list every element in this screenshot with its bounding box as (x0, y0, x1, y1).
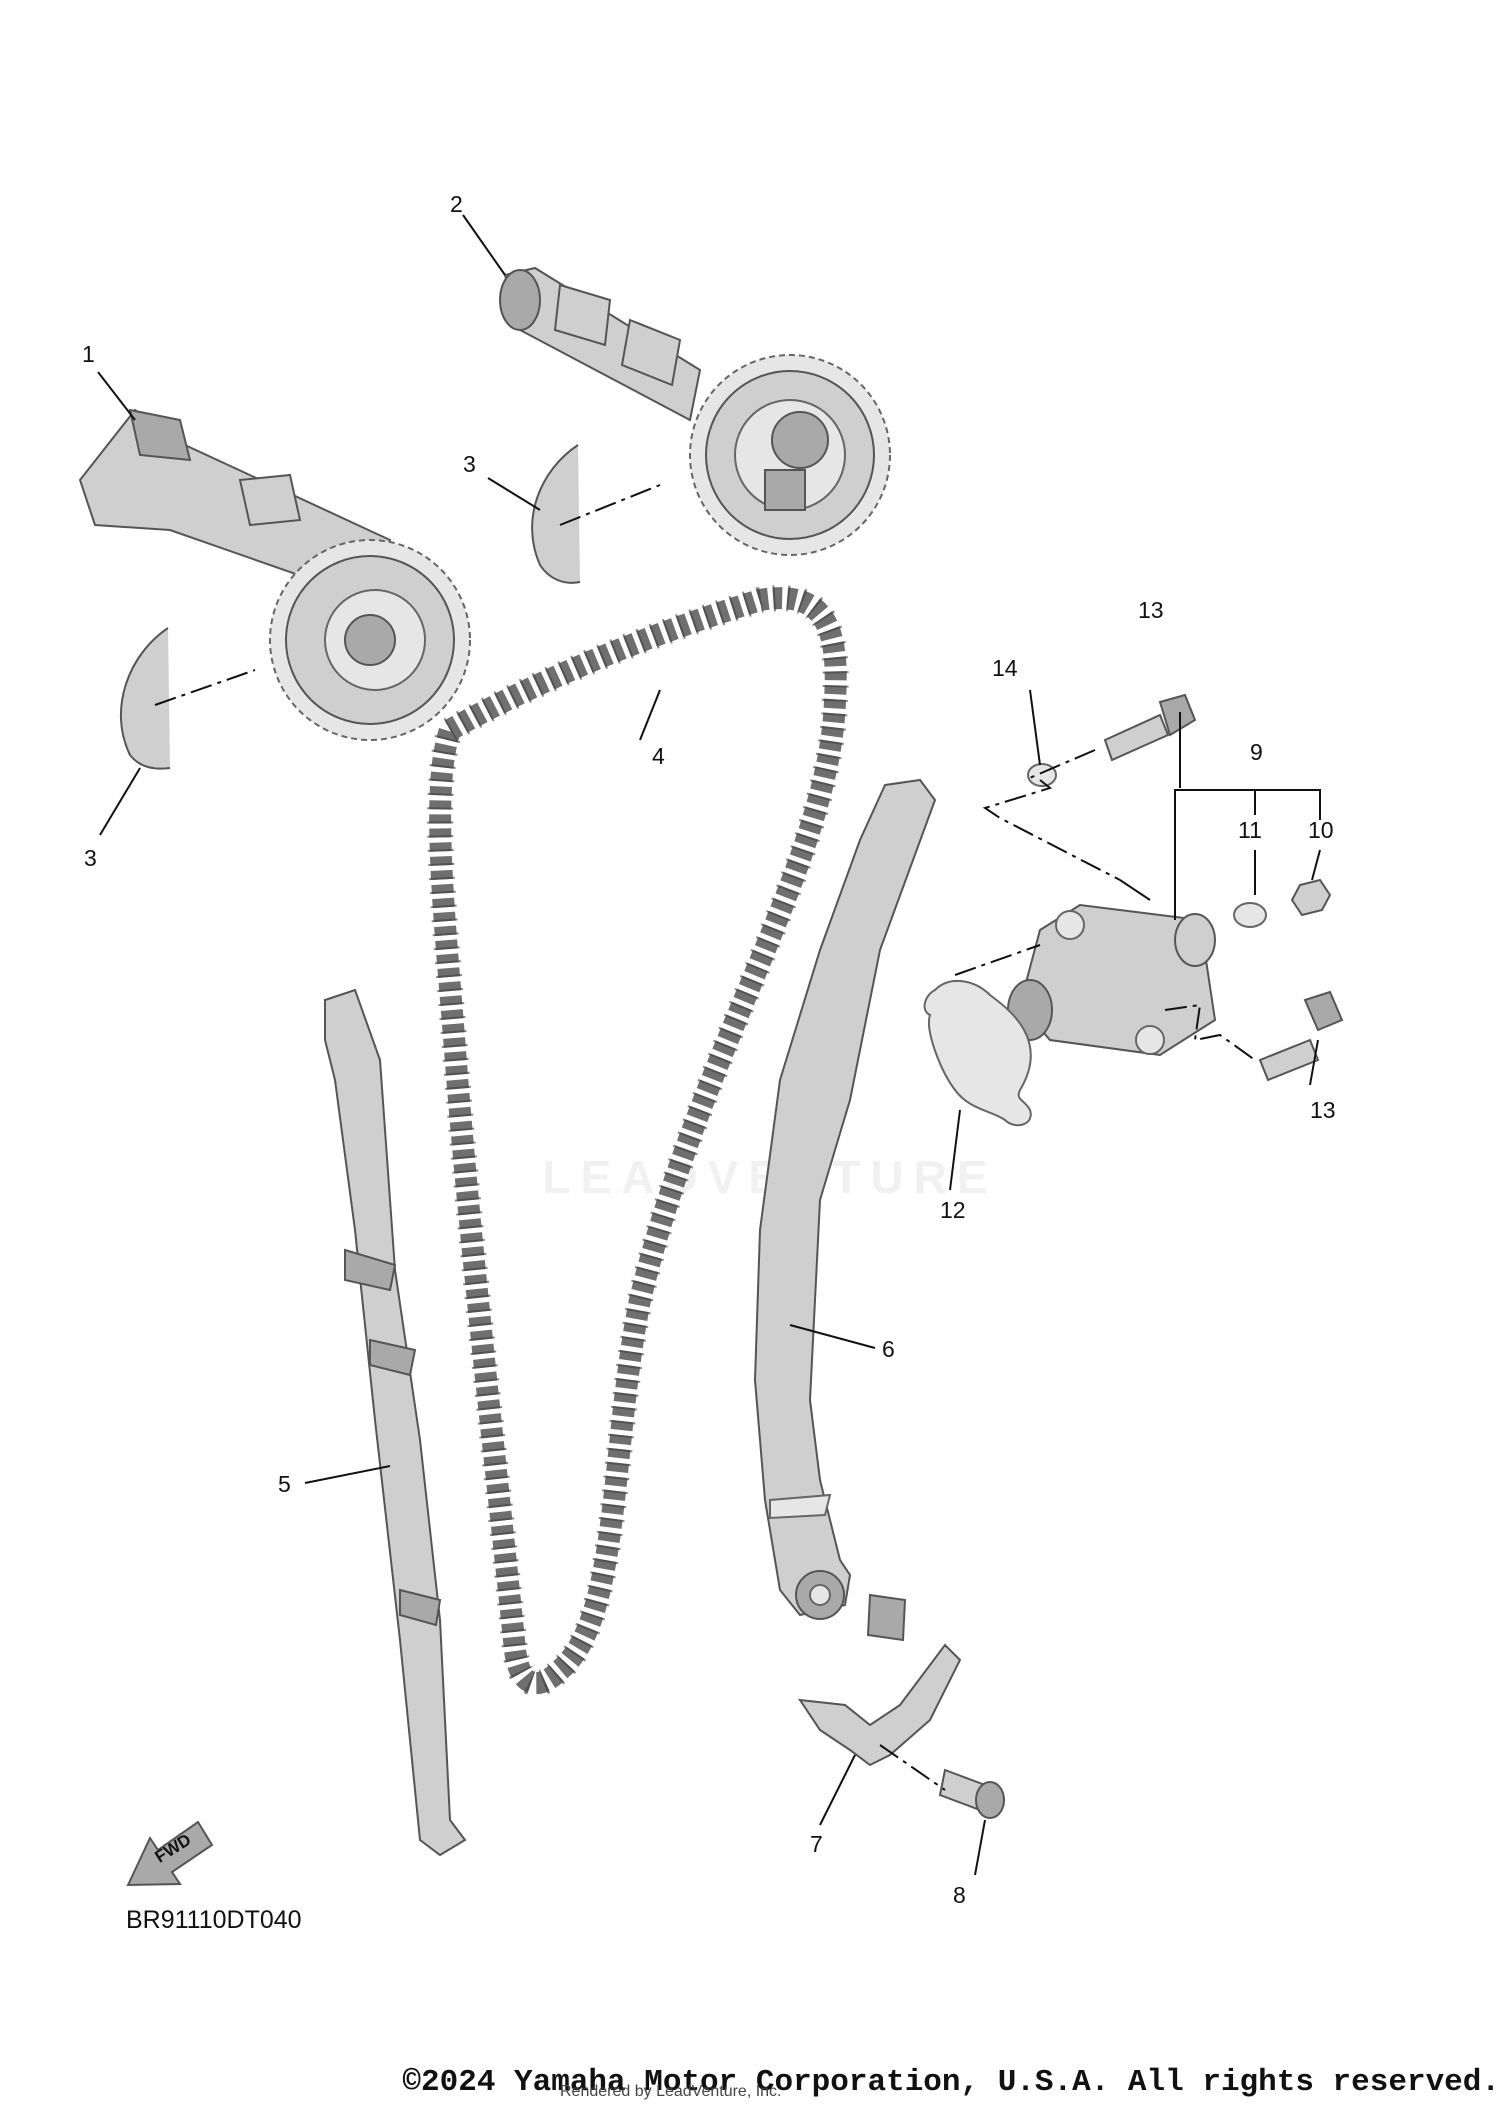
bolt-lower[interactable] (1258, 990, 1344, 1082)
callout-13-upper: 13 (1138, 597, 1164, 623)
callout-labels: 2 1 3 3 4 5 6 7 8 9 10 11 12 13 13 14 (82, 191, 1336, 1908)
callout-8: 8 (953, 1882, 966, 1908)
leader-lines (97, 214, 1321, 1876)
callout-2: 2 (450, 191, 463, 217)
cap-nut[interactable] (1290, 878, 1332, 917)
callout-9: 9 (1250, 739, 1263, 765)
fwd-arrow-icon: FWD (126, 1820, 214, 1887)
guide-pivot-bolt[interactable] (938, 1768, 1005, 1819)
chain-guide-fixed[interactable] (324, 988, 467, 1857)
chain-guide-tensioner[interactable] (753, 778, 937, 1620)
diagram-code: BR91110DT040 (126, 1906, 302, 1934)
callout-12: 12 (940, 1197, 966, 1223)
callout-7: 7 (810, 1831, 823, 1857)
callout-3-upper: 3 (463, 451, 476, 477)
circlip-upper[interactable] (531, 444, 581, 584)
callout-6: 6 (882, 1336, 895, 1362)
washer[interactable] (1233, 902, 1267, 928)
rendered-by-credit: Rendered by LeadVenture, Inc. (560, 2083, 782, 2100)
callout-5: 5 (278, 1471, 291, 1497)
callout-10: 10 (1308, 817, 1334, 843)
callout-11: 11 (1238, 817, 1262, 843)
tensioner-gasket[interactable] (923, 979, 1032, 1127)
copyright-notice: ©2024 Yamaha Motor Corporation, U.S.A. A… (402, 2065, 1500, 2100)
guide-stopper-plate[interactable] (797, 1593, 962, 1767)
camshaft-exhaust[interactable] (499, 266, 891, 556)
callout-1: 1 (82, 341, 95, 367)
callout-3-lower: 3 (84, 845, 97, 871)
callout-14: 14 (992, 655, 1018, 681)
chain-tensioner-assembly[interactable] (1007, 903, 1217, 1057)
timing-chain[interactable] (427, 585, 849, 1697)
callout-13-lower: 13 (1310, 1097, 1336, 1123)
callout-4: 4 (652, 743, 665, 769)
camshaft-intake[interactable] (78, 408, 471, 741)
circlip-lower[interactable] (119, 627, 171, 770)
bolt-upper[interactable] (1103, 693, 1197, 762)
